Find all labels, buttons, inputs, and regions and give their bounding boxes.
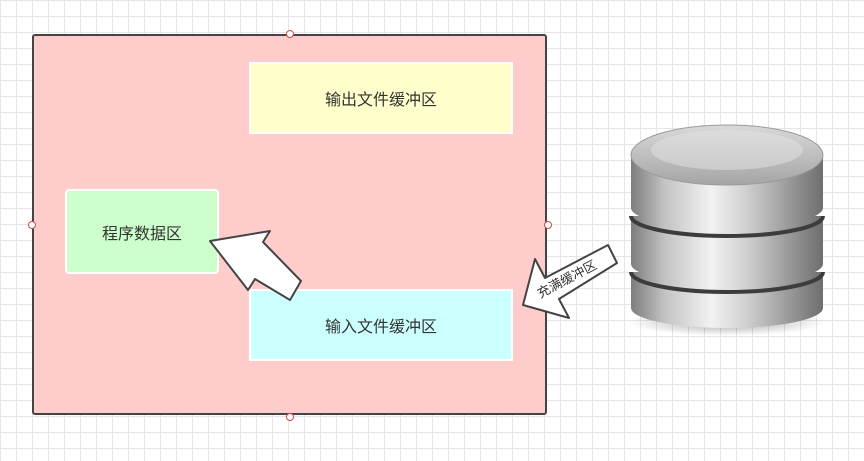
fill-buffer-arrow[interactable]: 充满缓冲区 bbox=[522, 244, 618, 319]
output-file-buffer[interactable]: 输出文件缓冲区 bbox=[249, 62, 513, 134]
database-icon[interactable] bbox=[627, 124, 827, 336]
resize-handle-left[interactable] bbox=[28, 221, 36, 229]
output-file-buffer-label: 输出文件缓冲区 bbox=[324, 90, 437, 109]
resize-handle-right[interactable] bbox=[544, 221, 552, 229]
program-data-area[interactable]: 程序数据区 bbox=[65, 189, 219, 274]
input-file-buffer[interactable]: 输入文件缓冲区 bbox=[249, 289, 513, 361]
resize-handle-top[interactable] bbox=[286, 30, 294, 38]
arrow-icon[interactable] bbox=[209, 230, 302, 301]
resize-handle-bottom[interactable] bbox=[286, 413, 294, 421]
program-data-area-label: 程序数据区 bbox=[101, 223, 182, 243]
input-file-buffer-label: 输入文件缓冲区 bbox=[324, 317, 437, 336]
